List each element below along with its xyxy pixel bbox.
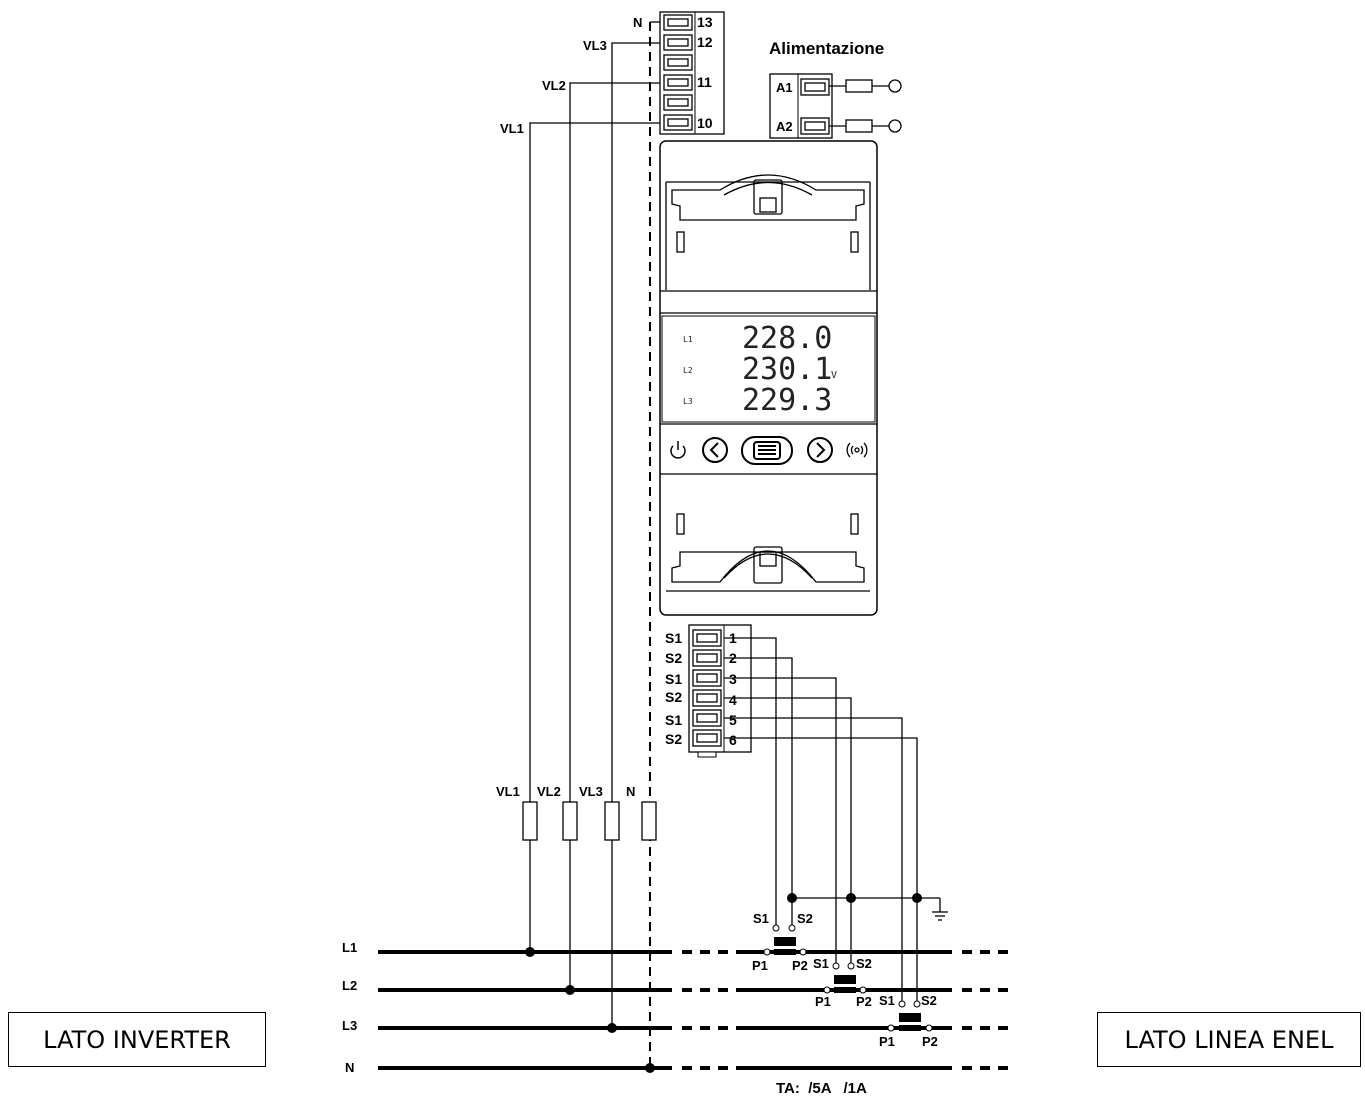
line-label-l2: L2	[342, 978, 357, 993]
chevron-left-icon[interactable]	[702, 437, 728, 463]
label-n-top: N	[633, 15, 642, 30]
terminal-13: 13	[697, 14, 713, 30]
ct-ratio-label: TA: /5A /1A	[776, 1080, 867, 1097]
display-value-l3: 229.3	[742, 383, 832, 418]
voltage-fuses	[522, 801, 657, 841]
ct2-p1: P1	[815, 994, 831, 1009]
grid-side-label: LATO LINEA ENEL	[1097, 1012, 1361, 1067]
voltage-terminal-block: 13 12 11 10	[659, 11, 725, 135]
line-label-l3: L3	[342, 1018, 357, 1033]
line-junctions	[525, 947, 655, 1073]
ct1-s2: S2	[797, 911, 813, 926]
power-supply-title: Alimentazione	[769, 39, 884, 58]
ct-num-4: 4	[729, 692, 737, 708]
supply-fuses	[829, 79, 902, 133]
ct1-p1: P1	[752, 958, 768, 973]
ct-num-6: 6	[729, 732, 737, 748]
terminal-a2: A2	[776, 119, 793, 134]
line-label-l1: L1	[342, 940, 357, 955]
ct2-s2: S2	[856, 956, 872, 971]
fuse-label-vl2: VL2	[537, 784, 561, 799]
ct-label-4: S2	[665, 689, 682, 705]
ct3-s1: S1	[879, 993, 895, 1008]
ground-junctions	[787, 893, 922, 903]
chevron-right-icon[interactable]	[807, 437, 833, 463]
ct1-s1: S1	[753, 911, 769, 926]
terminal-12: 12	[697, 34, 713, 50]
power-icon[interactable]	[670, 441, 686, 459]
ct3-p1: P1	[879, 1034, 895, 1049]
ct-label-6: S2	[665, 731, 682, 747]
display-phase-l2: L2	[683, 366, 693, 375]
ct-terminal-block	[688, 624, 752, 758]
current-transformer-l1	[763, 924, 807, 956]
label-vl2-top: VL2	[542, 78, 566, 93]
menu-icon[interactable]	[741, 436, 793, 465]
terminal-11: 11	[697, 74, 712, 90]
ct-label-5: S1	[665, 712, 682, 728]
display-phase-l1: L1	[683, 335, 693, 344]
wireless-icon[interactable]	[846, 442, 868, 458]
fuse-label-n: N	[626, 784, 635, 799]
label-vl3-top: VL3	[583, 38, 607, 53]
ct-label-1: S1	[665, 630, 682, 646]
inverter-side-label: LATO INVERTER	[8, 1012, 266, 1067]
terminal-10: 10	[697, 115, 713, 131]
ct3-s2: S2	[921, 993, 937, 1008]
ct-label-2: S2	[665, 650, 682, 666]
ct-label-3: S1	[665, 671, 682, 687]
ct2-p2: P2	[856, 994, 872, 1009]
display-phase-l3: L3	[683, 397, 693, 406]
ct-num-3: 3	[729, 671, 737, 687]
display-unit: V	[831, 370, 837, 381]
fuse-label-vl1: VL1	[496, 784, 520, 799]
voltage-wires	[529, 42, 663, 1028]
line-label-n: N	[345, 1060, 354, 1075]
main-lines	[378, 950, 1008, 1070]
terminal-a1: A1	[776, 80, 793, 95]
ct3-p2: P2	[922, 1034, 938, 1049]
current-transformer-l2	[823, 962, 867, 994]
supply-terminal-block: A1 A2	[769, 73, 833, 139]
ct-num-5: 5	[729, 712, 737, 728]
ct-wires	[724, 637, 948, 1001]
display-value-l1: 228.0	[742, 321, 832, 356]
ct2-s1: S1	[813, 956, 829, 971]
energy-meter: L1 L2 L3 228.0 230.1 229.3 V	[659, 140, 878, 616]
current-transformer-l3	[887, 1000, 933, 1032]
ct1-p2: P2	[792, 958, 808, 973]
display-value-l2: 230.1	[742, 352, 832, 387]
label-vl1-top: VL1	[500, 121, 524, 136]
fuse-label-vl3: VL3	[579, 784, 603, 799]
